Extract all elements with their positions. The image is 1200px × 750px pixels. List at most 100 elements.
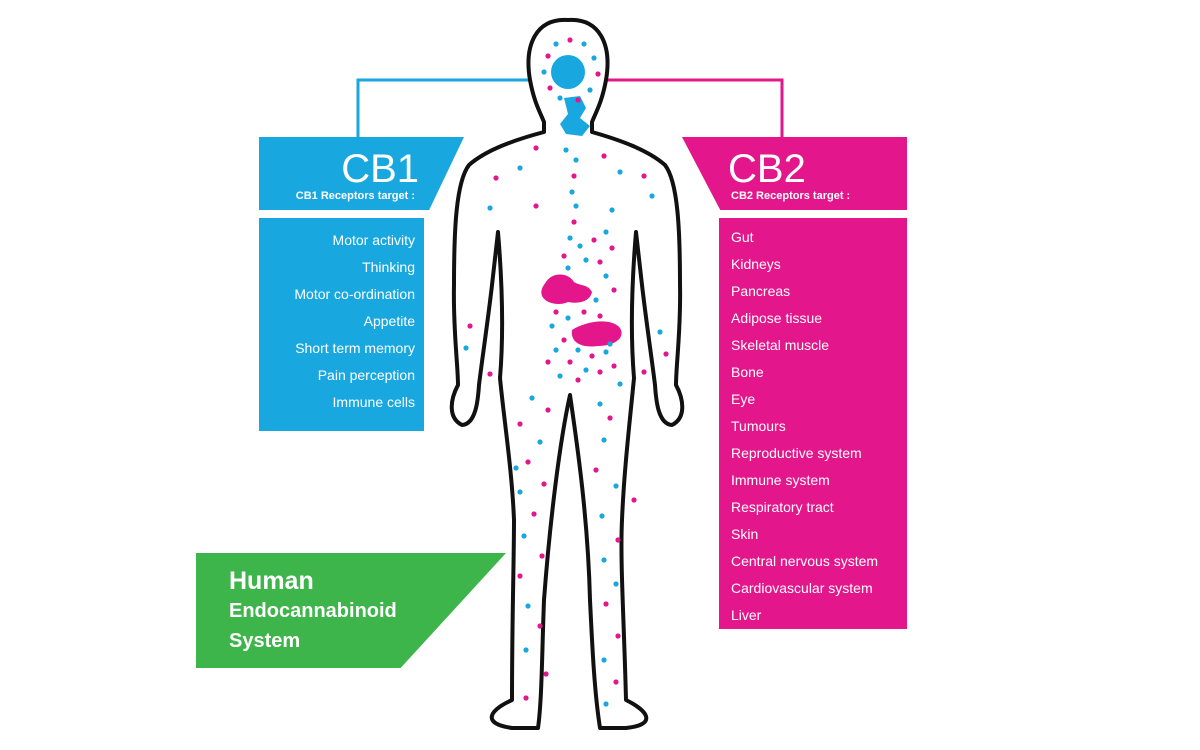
cb1-receptor-dot bbox=[617, 169, 623, 175]
cb2-receptor-dot bbox=[517, 421, 523, 427]
cb1-receptor-dot bbox=[565, 265, 571, 271]
cb2-receptor-dot bbox=[641, 369, 647, 375]
brain-blob bbox=[551, 55, 585, 89]
cb1-receptor-dot bbox=[553, 41, 559, 47]
cb2-receptor-dot bbox=[575, 97, 581, 103]
cb2-receptor-dot bbox=[543, 671, 549, 677]
cb2-receptor-dot bbox=[533, 203, 539, 209]
cb2-receptor-dot bbox=[589, 353, 595, 359]
stomach-shape bbox=[541, 274, 592, 304]
cb2-receptor-dot bbox=[593, 467, 599, 473]
cb2-receptor-dot bbox=[545, 359, 551, 365]
cb2-receptor-dot bbox=[615, 633, 621, 639]
cb1-receptor-dot bbox=[569, 189, 575, 195]
cb1-receptor-dot bbox=[523, 647, 529, 653]
cb2-target-item: Tumours bbox=[731, 418, 786, 434]
cb1-target-item: Motor activity bbox=[332, 232, 415, 248]
human-body-outline bbox=[449, 17, 685, 730]
cb1-connector bbox=[356, 78, 540, 137]
cb2-connector bbox=[598, 78, 784, 137]
cb1-receptor-dot bbox=[603, 701, 609, 707]
cb2-receptor-dot bbox=[591, 237, 597, 243]
cb2-receptor-dot bbox=[597, 259, 603, 265]
cb2-receptor-dot bbox=[567, 37, 573, 43]
label-line-3: System bbox=[229, 630, 301, 652]
cb1-receptor-dot bbox=[513, 465, 519, 471]
label-line-2: Endocannabinoid bbox=[229, 600, 397, 622]
cb1-receptor-dot bbox=[563, 147, 569, 153]
cb2-receptor-dot bbox=[595, 71, 601, 77]
cb1-receptor-dot bbox=[573, 203, 579, 209]
cb2-header: CB2 CB2 Receptors target : bbox=[682, 137, 907, 210]
cb2-receptor-dot bbox=[571, 219, 577, 225]
cb2-target-item: Central nervous system bbox=[731, 553, 879, 569]
cb1-receptor-dot bbox=[581, 41, 587, 47]
cb1-receptor-dot bbox=[603, 349, 609, 355]
cb1-receptor-dot bbox=[521, 533, 527, 539]
cb2-title: CB2 bbox=[728, 147, 806, 191]
label-line-1: Human bbox=[229, 567, 314, 595]
cb2-receptor-dot bbox=[613, 679, 619, 685]
cb1-target-item: Short term memory bbox=[295, 340, 415, 356]
cb1-header: CB1 CB1 Receptors target : bbox=[259, 137, 464, 210]
brainstem-blob bbox=[560, 96, 590, 136]
cb2-receptor-dot bbox=[541, 481, 547, 487]
cb1-receptor-dot bbox=[601, 657, 607, 663]
cb1-receptor-dot bbox=[517, 489, 523, 495]
cb1-receptor-dot bbox=[607, 341, 613, 347]
cb2-receptor-dot bbox=[467, 323, 473, 329]
cb1-receptor-dot bbox=[575, 347, 581, 353]
cb2-receptor-dot bbox=[517, 573, 523, 579]
cb2-target-item: Respiratory tract bbox=[731, 499, 834, 515]
cb1-receptor-dot bbox=[587, 87, 593, 93]
cb1-receptor-dot bbox=[529, 395, 535, 401]
cb1-subtitle: CB1 Receptors target : bbox=[295, 190, 415, 202]
cb1-receptor-dot bbox=[593, 297, 599, 303]
cb2-receptor-dot bbox=[553, 309, 559, 315]
cb1-receptor-dot bbox=[517, 165, 523, 171]
cb1-receptor-dot bbox=[603, 273, 609, 279]
cb2-target-item: Pancreas bbox=[731, 283, 791, 299]
cb1-receptor-dot bbox=[549, 323, 555, 329]
cb2-receptor-dot bbox=[581, 309, 587, 315]
cb2-receptor-dot bbox=[571, 173, 577, 179]
cb1-receptor-dot bbox=[565, 315, 571, 321]
cb2-receptor-dot bbox=[487, 371, 493, 377]
cb2-receptor-dot bbox=[523, 695, 529, 701]
cb2-receptor-dot bbox=[545, 407, 551, 413]
cb2-receptor-dot bbox=[567, 359, 573, 365]
cb2-target-item: Eye bbox=[731, 391, 756, 407]
cb1-receptor-dot bbox=[541, 69, 547, 75]
cb2-receptor-dot bbox=[561, 337, 567, 343]
cb2-receptor-dot bbox=[531, 511, 537, 517]
cb1-receptor-dot bbox=[601, 557, 607, 563]
cb1-receptor-dot bbox=[525, 603, 531, 609]
cb2-target-item: Gut bbox=[731, 229, 754, 245]
cb2-receptor-dot bbox=[537, 623, 543, 629]
cb1-receptor-dot bbox=[557, 95, 563, 101]
cb1-receptor-dot bbox=[613, 483, 619, 489]
cb1-receptor-dot bbox=[537, 439, 543, 445]
cb2-target-item: Bone bbox=[731, 364, 764, 380]
cb1-receptor-dot bbox=[617, 381, 623, 387]
cb2-receptor-dot bbox=[545, 53, 551, 59]
cb2-target-item: Reproductive system bbox=[731, 445, 862, 461]
cb2-target-item: Cardiovascular system bbox=[731, 580, 873, 596]
cb2-receptor-dot bbox=[609, 245, 615, 251]
cb2-receptor-dot bbox=[597, 313, 603, 319]
cb1-receptor-dot bbox=[657, 329, 663, 335]
cb2-target-item: Skin bbox=[731, 526, 759, 542]
cb1-receptor-dot bbox=[487, 205, 493, 211]
cb1-receptor-dot bbox=[599, 513, 605, 519]
cb2-target-item: Skeletal muscle bbox=[731, 337, 830, 353]
cb2-target-item: Immune system bbox=[731, 472, 830, 488]
cb1-target-item: Immune cells bbox=[332, 394, 415, 410]
cb1-target-item: Motor co-ordination bbox=[294, 286, 415, 302]
cb2-target-item: Kidneys bbox=[731, 256, 781, 272]
cb2-receptor-dot bbox=[631, 497, 637, 503]
cb2-receptor-dot bbox=[547, 85, 553, 91]
receptor-dots bbox=[463, 37, 669, 707]
cb2-target-item: Adipose tissue bbox=[731, 310, 823, 326]
